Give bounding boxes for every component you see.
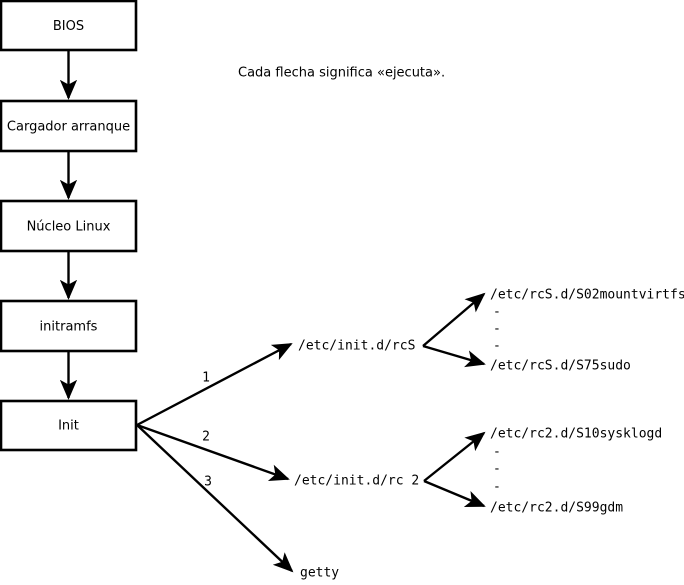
arrow-rc2-to-first-script bbox=[423, 431, 486, 482]
node-init[interactable]: Init bbox=[0, 399, 138, 452]
node-kernel[interactable]: Núcleo Linux bbox=[0, 199, 138, 253]
arrow-init-to-rcs bbox=[136, 342, 293, 427]
branch-number-labels: 1 2 3 bbox=[202, 371, 212, 490]
rcs-ellipsis-dash-3: - bbox=[493, 339, 501, 354]
node-bios-rect bbox=[0, 0, 138, 52]
node-kernel-rect bbox=[0, 199, 138, 253]
node-bios[interactable]: BIOS bbox=[0, 0, 138, 52]
rc2-script-first: /etc/rc2.d/S10sysklogd bbox=[490, 427, 662, 442]
rc2-script-last: /etc/rc2.d/S99gdm bbox=[490, 501, 623, 516]
rcs-script-first: /etc/rcS.d/S02mountvirtfs bbox=[490, 288, 684, 303]
node-bios-label: BIOS bbox=[53, 19, 84, 34]
target-label-rcs[interactable]: /etc/init.d/rcS bbox=[298, 339, 415, 354]
target-label-getty[interactable]: getty bbox=[300, 566, 339, 581]
node-initramfs-label: initramfs bbox=[40, 320, 98, 335]
rc2-ellipsis-dash-1: - bbox=[493, 445, 501, 460]
branch-number-3: 3 bbox=[204, 475, 212, 490]
rc2-fanout-arrows bbox=[423, 431, 486, 508]
rcs-script-last: /etc/rcS.d/S75sudo bbox=[490, 359, 631, 374]
node-kernel-label: Núcleo Linux bbox=[27, 220, 111, 235]
rcs-ellipsis-dash-2: - bbox=[493, 322, 501, 337]
node-init-rect bbox=[0, 399, 138, 452]
node-initramfs[interactable]: initramfs bbox=[0, 299, 138, 353]
legend-note: Cada flecha significa «ejecuta». bbox=[238, 66, 445, 81]
node-initramfs-rect bbox=[0, 299, 138, 353]
arrow-init-to-getty bbox=[136, 424, 294, 573]
arrow-init-to-rc2 bbox=[136, 423, 290, 481]
node-bootloader-label: Cargador arranque bbox=[7, 120, 130, 135]
arrow-rcs-to-last-script bbox=[422, 344, 486, 368]
rcs-fanout-arrows bbox=[422, 292, 486, 368]
rc2-ellipsis-dash-3: - bbox=[493, 480, 501, 495]
rc2-script-list: /etc/rc2.d/S10sysklogd - - - /etc/rc2.d/… bbox=[490, 427, 662, 516]
branch-number-2: 2 bbox=[202, 430, 210, 445]
rcs-ellipsis-dash-1: - bbox=[493, 305, 501, 320]
rcs-script-list: /etc/rcS.d/S02mountvirtfs - - - /etc/rcS… bbox=[490, 288, 684, 374]
target-label-rc2[interactable]: /etc/init.d/rc 2 bbox=[294, 474, 419, 489]
node-bootloader[interactable]: Cargador arranque bbox=[0, 99, 138, 153]
arrow-rcs-to-first-script bbox=[422, 292, 486, 347]
rc2-ellipsis-dash-2: - bbox=[493, 462, 501, 477]
branch-number-1: 1 bbox=[202, 371, 210, 386]
init-branch-arrows bbox=[136, 342, 294, 573]
boot-chain-group: BIOS Cargador arranque Núcleo Linux init… bbox=[0, 0, 138, 452]
init-target-labels: /etc/init.d/rcS /etc/init.d/rc 2 getty bbox=[294, 339, 419, 581]
node-init-label: Init bbox=[58, 419, 79, 434]
arrow-rc2-to-last-script bbox=[423, 479, 486, 508]
